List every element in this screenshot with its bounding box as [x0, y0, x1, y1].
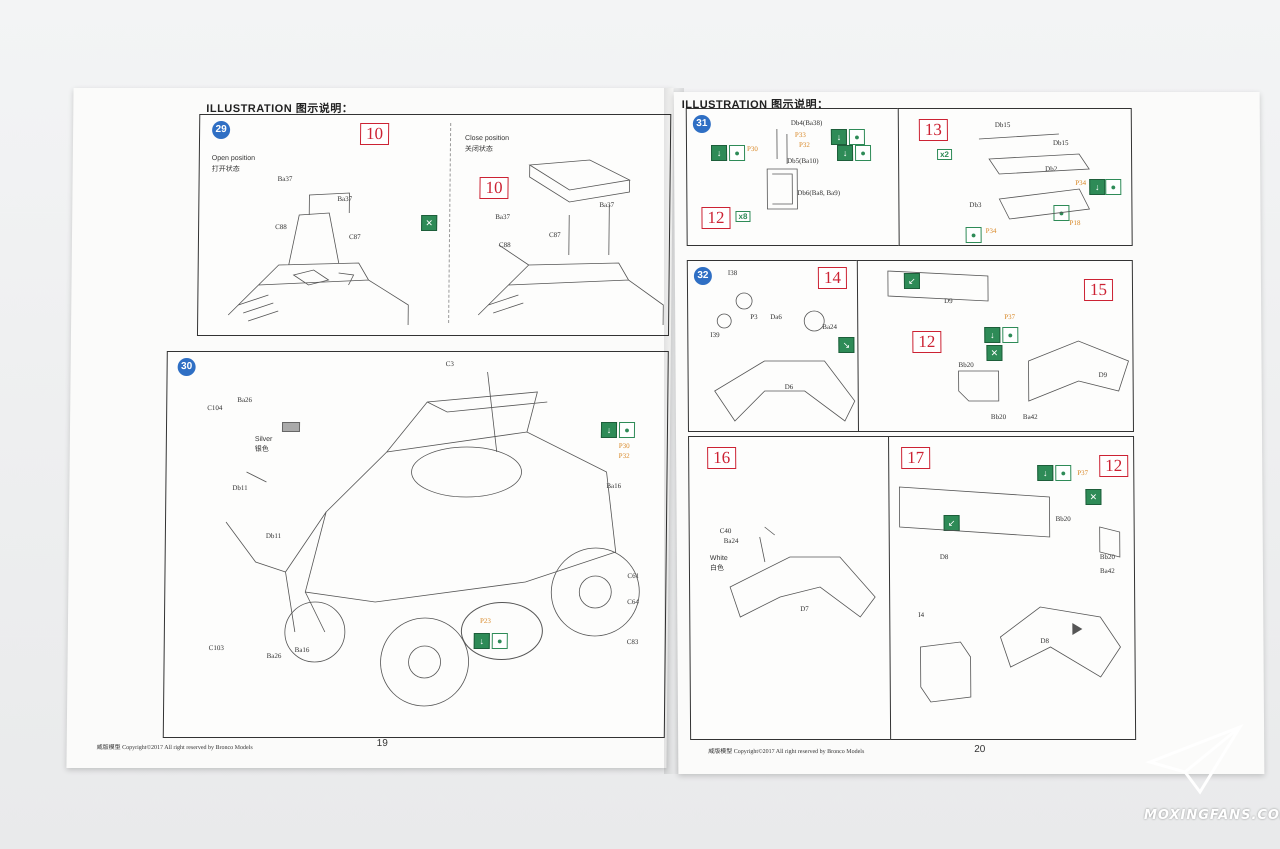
part-drawing — [766, 129, 798, 210]
open-position-label: Open position — [211, 155, 256, 162]
glue-icon: ↓ — [836, 145, 854, 161]
dot-icon: ● — [965, 227, 982, 243]
part-drawing — [898, 486, 1121, 703]
sprue-badge: 17 — [901, 447, 931, 469]
step-31-box: 31 Db4(Ba38) P33 P30 P32 Db5(Ba10) Db6(B… — [685, 108, 901, 246]
part-label: C104 — [207, 404, 223, 412]
step-number: 29 — [212, 121, 231, 139]
step-29-box: 29 10 Open position 打开状态 Ba37 Ba37 C88 C… — [196, 114, 672, 336]
step-16-box: 16 C40 Ba24 White 白色 D7 — [688, 436, 893, 740]
part-label: Db4(Ba38) — [790, 119, 823, 127]
step-number: 31 — [692, 115, 711, 133]
alternate-icon: ✕ — [421, 215, 438, 231]
vehicle-hatch-drawing-closed — [477, 159, 664, 325]
sprue-badge: 10 — [359, 123, 390, 145]
part-label: P37 — [1077, 469, 1089, 477]
sprue-badge: 12 — [701, 207, 731, 229]
quantity-badge: x8 — [735, 211, 751, 222]
divider — [448, 123, 452, 323]
quantity-badge: x2 — [937, 149, 953, 160]
part-drawing — [887, 270, 1129, 402]
part-label: C83 — [626, 638, 639, 646]
left-page: ILLUSTRATION 图示说明： 29 10 Open position 打… — [66, 88, 674, 768]
close-position-label: Close position — [464, 135, 510, 142]
sprue-badge: 13 — [918, 119, 948, 141]
close-position-label-cn: 关闭状态 — [464, 146, 493, 153]
step-30-box: 30 C3 C104 Ba26 Silver 银色 Db11 Db11 C103… — [162, 351, 669, 738]
page-number: 19 — [376, 738, 388, 749]
page-number: 20 — [974, 744, 986, 755]
part-drawing — [978, 133, 1091, 220]
part-drawing — [729, 526, 876, 618]
part-label: C103 — [208, 644, 224, 652]
dot-icon: ● — [854, 145, 872, 161]
sprue-badge: 16 — [707, 447, 737, 469]
dot-icon: ● — [848, 129, 865, 145]
step-32-box: 32 14 I38 I39 P3 Da6 Ba24 D6 ↘ — [686, 260, 860, 432]
watermark-text: MOXINGFANS.COM — [1144, 808, 1280, 823]
step-17-box: 17 12 P37 Bb20 Bb20 Ba42 D8 I4 D8 ↓ ● ✕ … — [888, 436, 1137, 740]
footer-copyright: 威版模型 Copyright©2017 All right reserved b… — [96, 745, 253, 751]
step-32b-box: 15 12 D9 P37 Bb20 D9 Bb20 Ba42 ↙ ↓ ● ✕ — [856, 260, 1134, 432]
dot-icon: ● — [728, 145, 746, 161]
step-number: 30 — [177, 358, 196, 376]
part-label: Db15 — [994, 121, 1011, 129]
part-label: Ba37 — [277, 175, 293, 183]
step-31b-box: 13 x2 Db15 Db15 Db2 P34 Db3 P34 P18 ↓ ● … — [897, 108, 1133, 246]
part-label: I38 — [727, 269, 738, 277]
open-position-label-cn: 打开状态 — [211, 166, 240, 173]
footer-copyright: 威版模型 Copyright©2017 All right reserved b… — [708, 749, 865, 755]
part-drawing — [714, 292, 856, 422]
right-page: ILLUSTRATION 图示说明： 31 Db4(Ba38) P33 P30 … — [673, 92, 1265, 774]
sprue-badge: 12 — [1099, 455, 1129, 477]
glue-icon: ↓ — [710, 145, 728, 161]
part-label: C3 — [445, 360, 454, 368]
vehicle-body-drawing — [225, 371, 640, 707]
vehicle-hatch-drawing-open — [227, 192, 409, 325]
paper-plane-logo-icon — [1145, 723, 1244, 795]
